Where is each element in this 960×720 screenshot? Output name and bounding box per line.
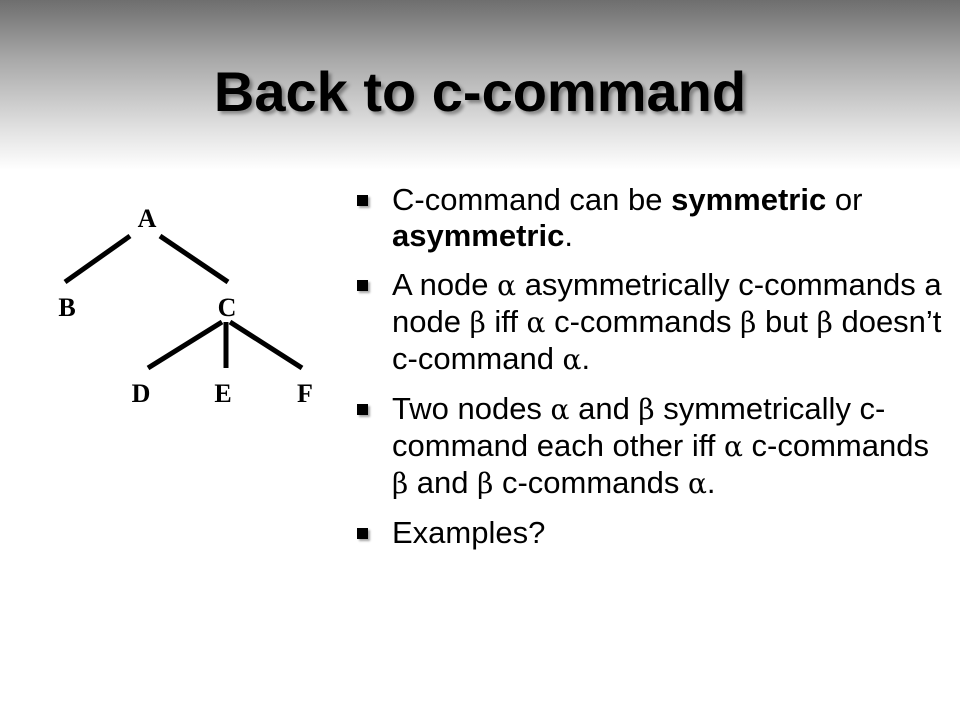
tree-node-f: F (297, 379, 313, 408)
tree-node-b: B (58, 293, 76, 322)
bullet-text: C-command can be (392, 182, 672, 217)
bullet-text: c-commands (545, 304, 741, 339)
syntax-tree-diagram: A B C D E F (40, 190, 340, 420)
bullet-text: c-commands (742, 428, 929, 463)
bullet-square-icon (357, 195, 368, 206)
greek-symbol: α (688, 467, 707, 500)
tree-node-e: E (214, 379, 232, 408)
bullet-item: C-command can be symmetric or asymmetric… (350, 182, 950, 254)
greek-symbol: β (638, 393, 655, 426)
bullet-item: A node α asymmetrically c-commands a nod… (350, 267, 950, 378)
bold-term: symmetric (671, 182, 827, 217)
greek-symbol: β (740, 306, 757, 339)
tree-node-d: D (131, 379, 151, 408)
greek-symbol: β (477, 467, 494, 500)
bullet-text: iff (485, 304, 527, 339)
tree-node-c: C (217, 293, 237, 322)
bullet-text: c-commands (493, 465, 688, 500)
bullet-text: but (756, 304, 817, 339)
bullet-square-icon (357, 528, 368, 539)
greek-symbol: β (816, 306, 833, 339)
bullet-text: . (706, 465, 716, 500)
bullet-text: and (408, 465, 478, 500)
branch-c-f (228, 319, 304, 371)
bullet-text: Examples? (392, 515, 546, 550)
branch-a-b (63, 233, 132, 285)
tree-node-a: A (137, 204, 157, 233)
bullet-content: C-command can be symmetric or asymmetric… (350, 182, 950, 564)
greek-symbol: β (469, 306, 486, 339)
greek-symbol: β (392, 467, 409, 500)
bullet-text: . (581, 341, 591, 376)
greek-symbol: α (562, 343, 582, 376)
greek-symbol: α (497, 269, 517, 302)
greek-symbol: α (550, 393, 570, 426)
bullet-item: Examples? (350, 515, 950, 551)
slide-title: Back to c-command (213, 60, 747, 123)
bullet-square-icon (357, 280, 368, 291)
tree-branches (63, 233, 304, 371)
bullet-text: . (564, 218, 573, 253)
bullet-list: C-command can be symmetric or asymmetric… (350, 182, 950, 551)
bullet-text: or (826, 182, 863, 217)
bullet-text: A node (392, 267, 498, 302)
bullet-text: Two nodes (392, 391, 551, 426)
bullet-text: symmetrically c-command each other iff (392, 391, 886, 463)
bullet-text: doesn’t c-command (392, 304, 942, 376)
bullet-item: Two nodes α and β symmetrically c-comman… (350, 391, 950, 502)
bullet-text: asymmetrically c-commands a node (392, 267, 942, 339)
bullet-text: and (569, 391, 639, 426)
bullet-square-icon (357, 404, 368, 415)
branch-a-c (158, 233, 230, 285)
greek-symbol: α (724, 430, 743, 463)
greek-symbol: α (526, 306, 546, 339)
bold-term: asymmetric (392, 218, 565, 253)
branch-c-d (146, 319, 224, 371)
